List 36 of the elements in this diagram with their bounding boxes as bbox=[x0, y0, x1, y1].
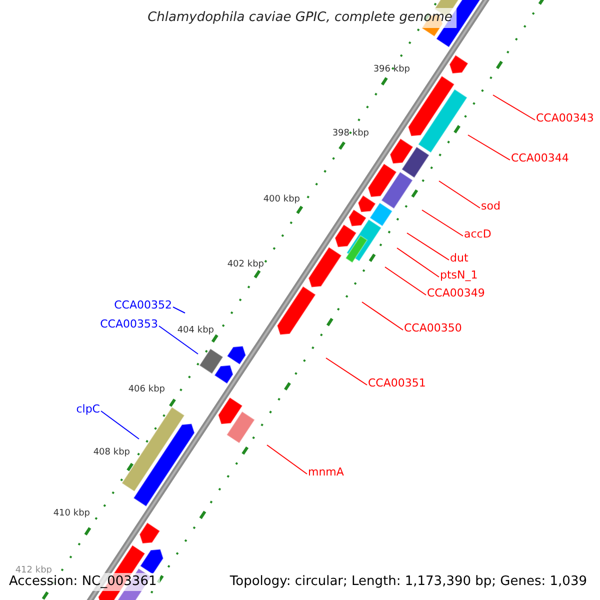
gene-label: CCA00353 bbox=[100, 318, 158, 330]
scale-tick-label: 404 kbp bbox=[177, 326, 214, 336]
leader-line bbox=[492, 94, 536, 120]
leader-line bbox=[384, 266, 426, 296]
gene-label: clpC bbox=[76, 404, 100, 414]
scale-tick-label: 408 kbp bbox=[93, 448, 130, 458]
leader-line bbox=[100, 410, 140, 440]
gene-label: dut bbox=[450, 252, 468, 264]
leader-line bbox=[266, 444, 308, 474]
accession-text: Accession: NC_003361 bbox=[6, 573, 160, 591]
gene-label: accD bbox=[464, 228, 492, 240]
leader-line bbox=[422, 210, 464, 236]
leader-line bbox=[438, 180, 480, 208]
leader-line bbox=[158, 326, 198, 354]
leader-line bbox=[406, 232, 450, 260]
scale-tick-label: 406 kbp bbox=[128, 386, 165, 394]
gene-label: CCA00349 bbox=[427, 288, 485, 298]
gene-label: sod bbox=[481, 200, 500, 212]
leader-line bbox=[326, 358, 368, 386]
gene-label: CCA00344 bbox=[511, 152, 569, 164]
scale-tick-label: 396 kbp bbox=[373, 66, 410, 74]
gene-label: CCA00352 bbox=[114, 300, 172, 310]
scale-tick-label: 410 kbp bbox=[53, 510, 90, 518]
gene-label: CCA00350 bbox=[404, 322, 462, 334]
scale-tick-label: 412 kbp bbox=[15, 566, 52, 576]
scale-tick-label: 400 kbp bbox=[263, 196, 300, 204]
scale-tick-label: 402 kbp bbox=[227, 260, 264, 270]
gene-label: CCA00343 bbox=[536, 112, 594, 124]
leader-line bbox=[468, 134, 510, 160]
scale-tick-label: 398 kbp bbox=[332, 130, 369, 138]
leader-line bbox=[396, 248, 440, 278]
gene-label: CCA00351 bbox=[368, 378, 426, 388]
leader-line bbox=[362, 302, 404, 330]
gene-label: mnmA bbox=[308, 466, 344, 478]
gene-label: ptsN_1 bbox=[440, 270, 478, 280]
leader-line bbox=[172, 306, 186, 314]
